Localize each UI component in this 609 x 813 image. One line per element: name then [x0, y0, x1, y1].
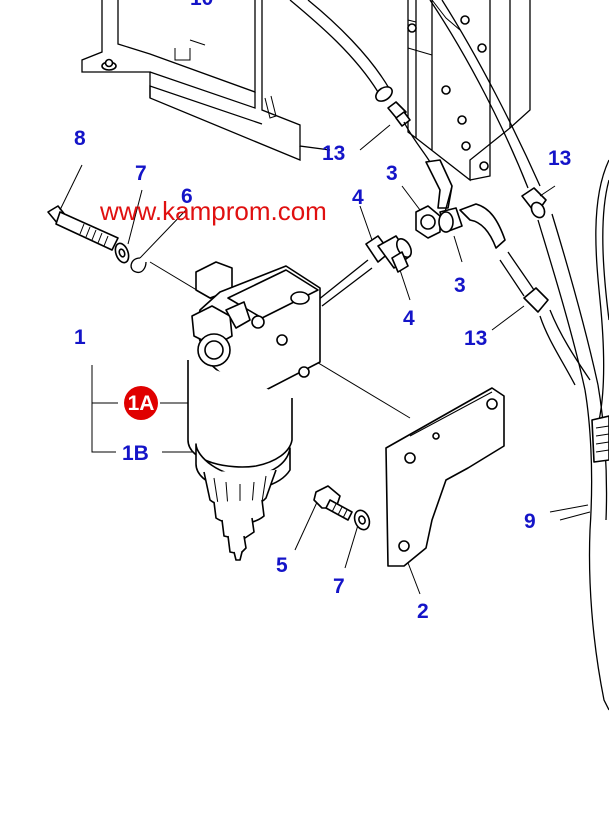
callout-9: 9	[524, 510, 536, 533]
callout-labels: 10 8 7 6 13 3 4 13 3 4 13 1 1A 1B 9 5 7 …	[74, 0, 571, 623]
right-panel	[407, 0, 531, 182]
radiator-frame	[81, 0, 331, 161]
callout-top-cut: 10	[190, 0, 213, 10]
callout-4-upper: 4	[352, 186, 364, 209]
fitting-13-lower	[499, 251, 591, 386]
callout-1A-highlight	[124, 386, 158, 420]
callout-7-lower: 7	[333, 575, 345, 598]
callout-3-upper: 3	[386, 162, 398, 185]
fuel-pipe-center	[403, 121, 506, 249]
callout-7-left: 7	[135, 162, 147, 185]
fitting-13-upper	[387, 101, 411, 127]
callout-1B: 1B	[122, 442, 149, 465]
filter-bowl	[187, 360, 293, 561]
hose-bundle-9	[559, 159, 609, 711]
callout-4-lower: 4	[403, 307, 415, 330]
callout-3-lower: 3	[454, 274, 466, 297]
callout-13-lower: 13	[464, 327, 487, 350]
leader-lines	[59, 124, 589, 595]
callout-2: 2	[417, 600, 429, 623]
filter-head	[191, 261, 321, 413]
callout-13-right: 13	[548, 147, 571, 170]
callout-6: 6	[181, 185, 193, 208]
bracket-2	[385, 387, 505, 567]
callout-8: 8	[74, 127, 86, 150]
right-hose	[429, 0, 599, 391]
bolt-8	[47, 205, 119, 251]
callout-1A: 1A	[128, 392, 155, 415]
washer-7-left	[114, 242, 130, 264]
callout-13-upper: 13	[322, 142, 345, 165]
ring-6	[130, 257, 147, 274]
upper-hose	[289, 0, 393, 102]
washer-7-lower	[353, 509, 371, 531]
bolt-5	[313, 485, 353, 521]
callout-5: 5	[276, 554, 288, 577]
watermark-text: www.kamprom.com	[99, 196, 327, 226]
callout-1: 1	[74, 326, 86, 349]
fitting-4	[317, 235, 413, 307]
